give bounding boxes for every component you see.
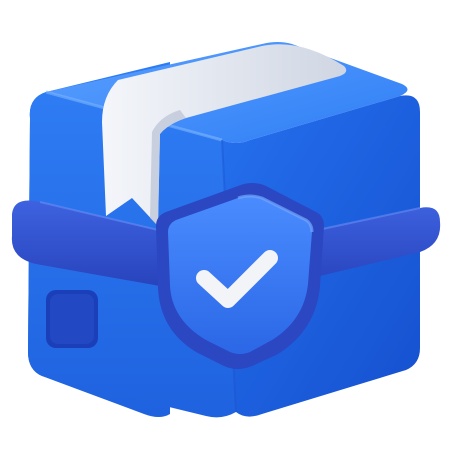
label-tag-icon [46, 290, 98, 348]
tape-strip-icon [102, 44, 347, 226]
shield-icon [156, 183, 324, 369]
check-icon [196, 250, 278, 308]
